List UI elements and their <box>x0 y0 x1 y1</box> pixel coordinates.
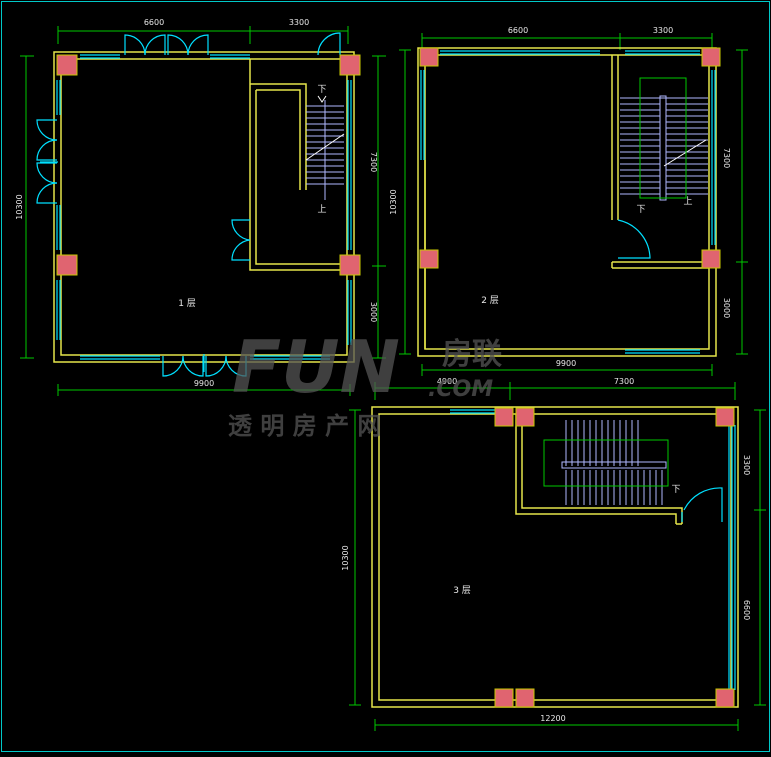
floor-3-dimensions <box>349 382 766 731</box>
floor-2-stair-down-label: 下 <box>636 205 645 215</box>
floor-3-dim-top-right: 7300 <box>614 377 634 386</box>
floor-2-plan: 6600 3300 9900 10300 7300 3000 <box>389 26 748 376</box>
floor-2-dim-top-right: 3300 <box>653 26 673 35</box>
floor-3-dim-top-left: 4900 <box>437 377 457 386</box>
floor-3-dim-left: 10300 <box>341 545 350 570</box>
floor-1-stair-down-label: 下 <box>317 85 326 95</box>
floor-1-dimensions <box>20 26 386 396</box>
watermark: FUN 房联 .COM 透 明 房 产 网 <box>228 325 502 440</box>
floor-1-windows <box>56 54 352 360</box>
floor-1-dim-right-top: 7300 <box>369 152 378 172</box>
floor-1-dim-top-left: 6600 <box>144 18 164 27</box>
floor-1-stair-up-label: 上 <box>317 204 326 215</box>
floor-1-stair <box>305 95 345 200</box>
floor-3-plan: 4900 7300 12200 10300 3300 6600 <box>341 377 766 731</box>
floor-1-dim-bottom: 9900 <box>194 379 214 388</box>
floor-3-dim-bottom: 12200 <box>540 714 565 723</box>
floor-2-dim-top-left: 6600 <box>508 26 528 35</box>
watermark-domain: .COM <box>428 377 493 402</box>
floor-3-stair-down-label: 下 <box>671 485 680 495</box>
floor-2-dim-right-bottom: 3000 <box>722 298 731 318</box>
floor-3-label: 3 层 <box>453 585 471 596</box>
floor-1-doors <box>36 32 341 377</box>
floor-3-dim-right-bottom: 6600 <box>742 600 751 620</box>
floor-2-columns <box>419 47 721 269</box>
floor-1-dim-top-right: 3300 <box>289 18 309 27</box>
floor-2-doors <box>617 219 651 259</box>
floor-1-columns <box>56 54 361 276</box>
floor-1-dim-right-bottom: 3000 <box>369 302 378 322</box>
floor-1-label: 1 层 <box>178 298 196 309</box>
floor-2-dimensions <box>399 33 748 376</box>
floor-3-dim-right-top: 3300 <box>742 455 751 475</box>
floor-2-label: 2 层 <box>481 295 499 306</box>
floor-3-columns <box>494 407 735 708</box>
watermark-tagline: 透 明 房 产 网 <box>228 412 381 440</box>
floor-1-walls <box>53 51 355 363</box>
floor-1-plan: 6600 3300 9900 10300 7300 3000 <box>15 18 386 396</box>
floor-2-stair <box>620 77 708 201</box>
floor-2-stair-up-label: 上 <box>683 196 692 207</box>
floor-2-windows <box>420 50 716 354</box>
floor-3-windows <box>450 409 736 690</box>
floor-2-dim-left: 10300 <box>389 189 398 214</box>
floor-2-walls <box>417 47 717 357</box>
floor-2-dim-bottom: 9900 <box>556 359 576 368</box>
watermark-brand: FUN <box>232 325 400 409</box>
floor-3-doors <box>681 487 723 522</box>
watermark-brand-cn: 房联 <box>442 337 502 372</box>
floor-3-walls <box>371 406 739 708</box>
floor-1-dim-left: 10300 <box>15 194 24 219</box>
floor-3-stair <box>543 420 669 505</box>
floor-2-dim-right-top: 7300 <box>722 148 731 168</box>
